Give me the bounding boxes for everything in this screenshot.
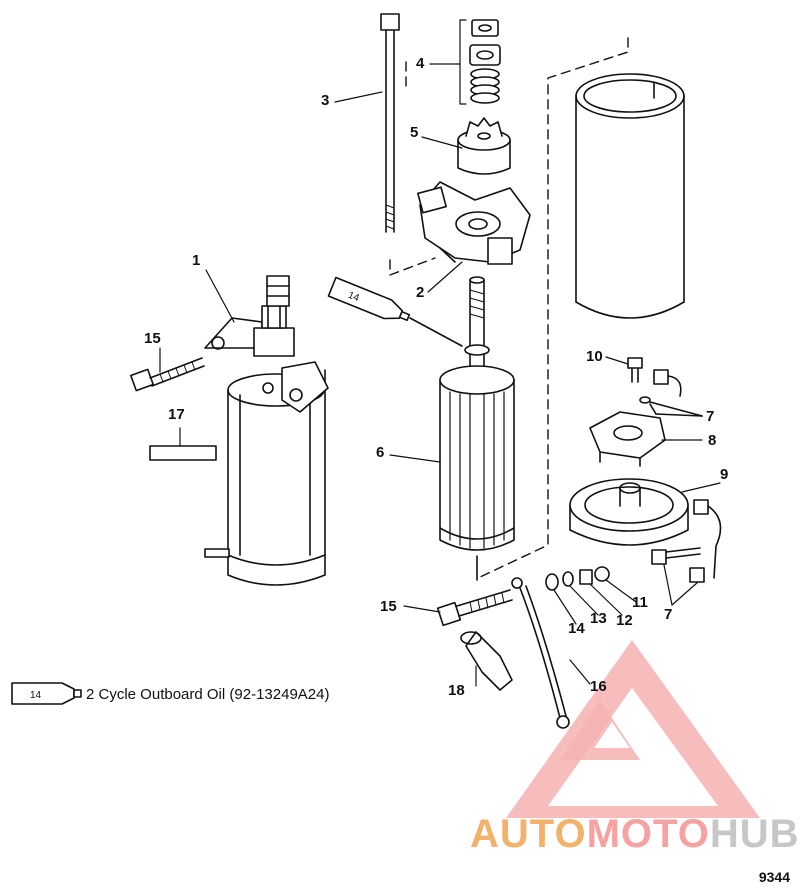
callout-6: 6 <box>376 444 385 461</box>
callout-14: 14 <box>568 620 585 637</box>
nut-spring-kit <box>459 19 501 105</box>
callout-12: 12 <box>616 612 633 629</box>
thru-bolt <box>380 13 400 233</box>
callout-2: 2 <box>416 284 425 301</box>
tube-icon-label: 14 <box>346 290 361 305</box>
callout-16: 16 <box>590 678 607 695</box>
decal <box>149 445 217 461</box>
legend-text: 2 Cycle Outboard Oil (92-13249A24) <box>86 686 330 703</box>
bolt-left <box>130 357 205 392</box>
legend-icon-label: 14 <box>30 690 42 701</box>
ground-cable <box>511 577 570 729</box>
watermark-part-auto: AUTO <box>470 812 587 856</box>
armature <box>439 276 515 581</box>
upper-end-cap <box>417 181 531 265</box>
callout-1: 1 <box>192 252 201 269</box>
callout-13: 13 <box>590 610 607 627</box>
assembly-guide-lines <box>389 37 629 579</box>
leader-lines <box>159 63 721 687</box>
callout-8: 8 <box>708 432 717 449</box>
figure-number: 9344 <box>758 869 790 885</box>
brush-screw <box>627 357 643 383</box>
callout-7-upper: 7 <box>706 408 715 425</box>
lower-end-cap <box>569 478 722 583</box>
brush-top <box>639 369 682 415</box>
watermark-part-hub: HUB <box>709 812 800 856</box>
terminal-boot <box>460 631 513 691</box>
oil-tube-icon <box>327 276 411 322</box>
callout-9: 9 <box>720 466 729 483</box>
callout-4: 4 <box>416 55 425 72</box>
callout-5: 5 <box>410 124 419 141</box>
bolt-lower <box>436 589 513 627</box>
legend-oil-tube <box>11 682 82 705</box>
callout-15-left: 15 <box>144 330 161 347</box>
drive-gear <box>457 117 511 175</box>
callout-11: 11 <box>632 594 648 611</box>
nuts-washers <box>545 566 610 591</box>
callout-17: 17 <box>168 406 185 423</box>
callout-15-lower: 15 <box>380 598 397 615</box>
watermark-part-moto: MOTO <box>586 812 710 856</box>
callout-10: 10 <box>586 348 603 365</box>
callout-7-lower: 7 <box>664 606 673 623</box>
watermark-logo <box>506 640 760 818</box>
starter-motor-assembly <box>204 275 329 586</box>
frame-shell <box>575 73 685 319</box>
brush-holder <box>589 411 666 467</box>
terminal-stud <box>651 547 701 565</box>
callout-3: 3 <box>321 92 330 109</box>
callout-18: 18 <box>448 682 465 699</box>
watermark-wordmark: AUTOMOTOHUB <box>470 812 800 857</box>
